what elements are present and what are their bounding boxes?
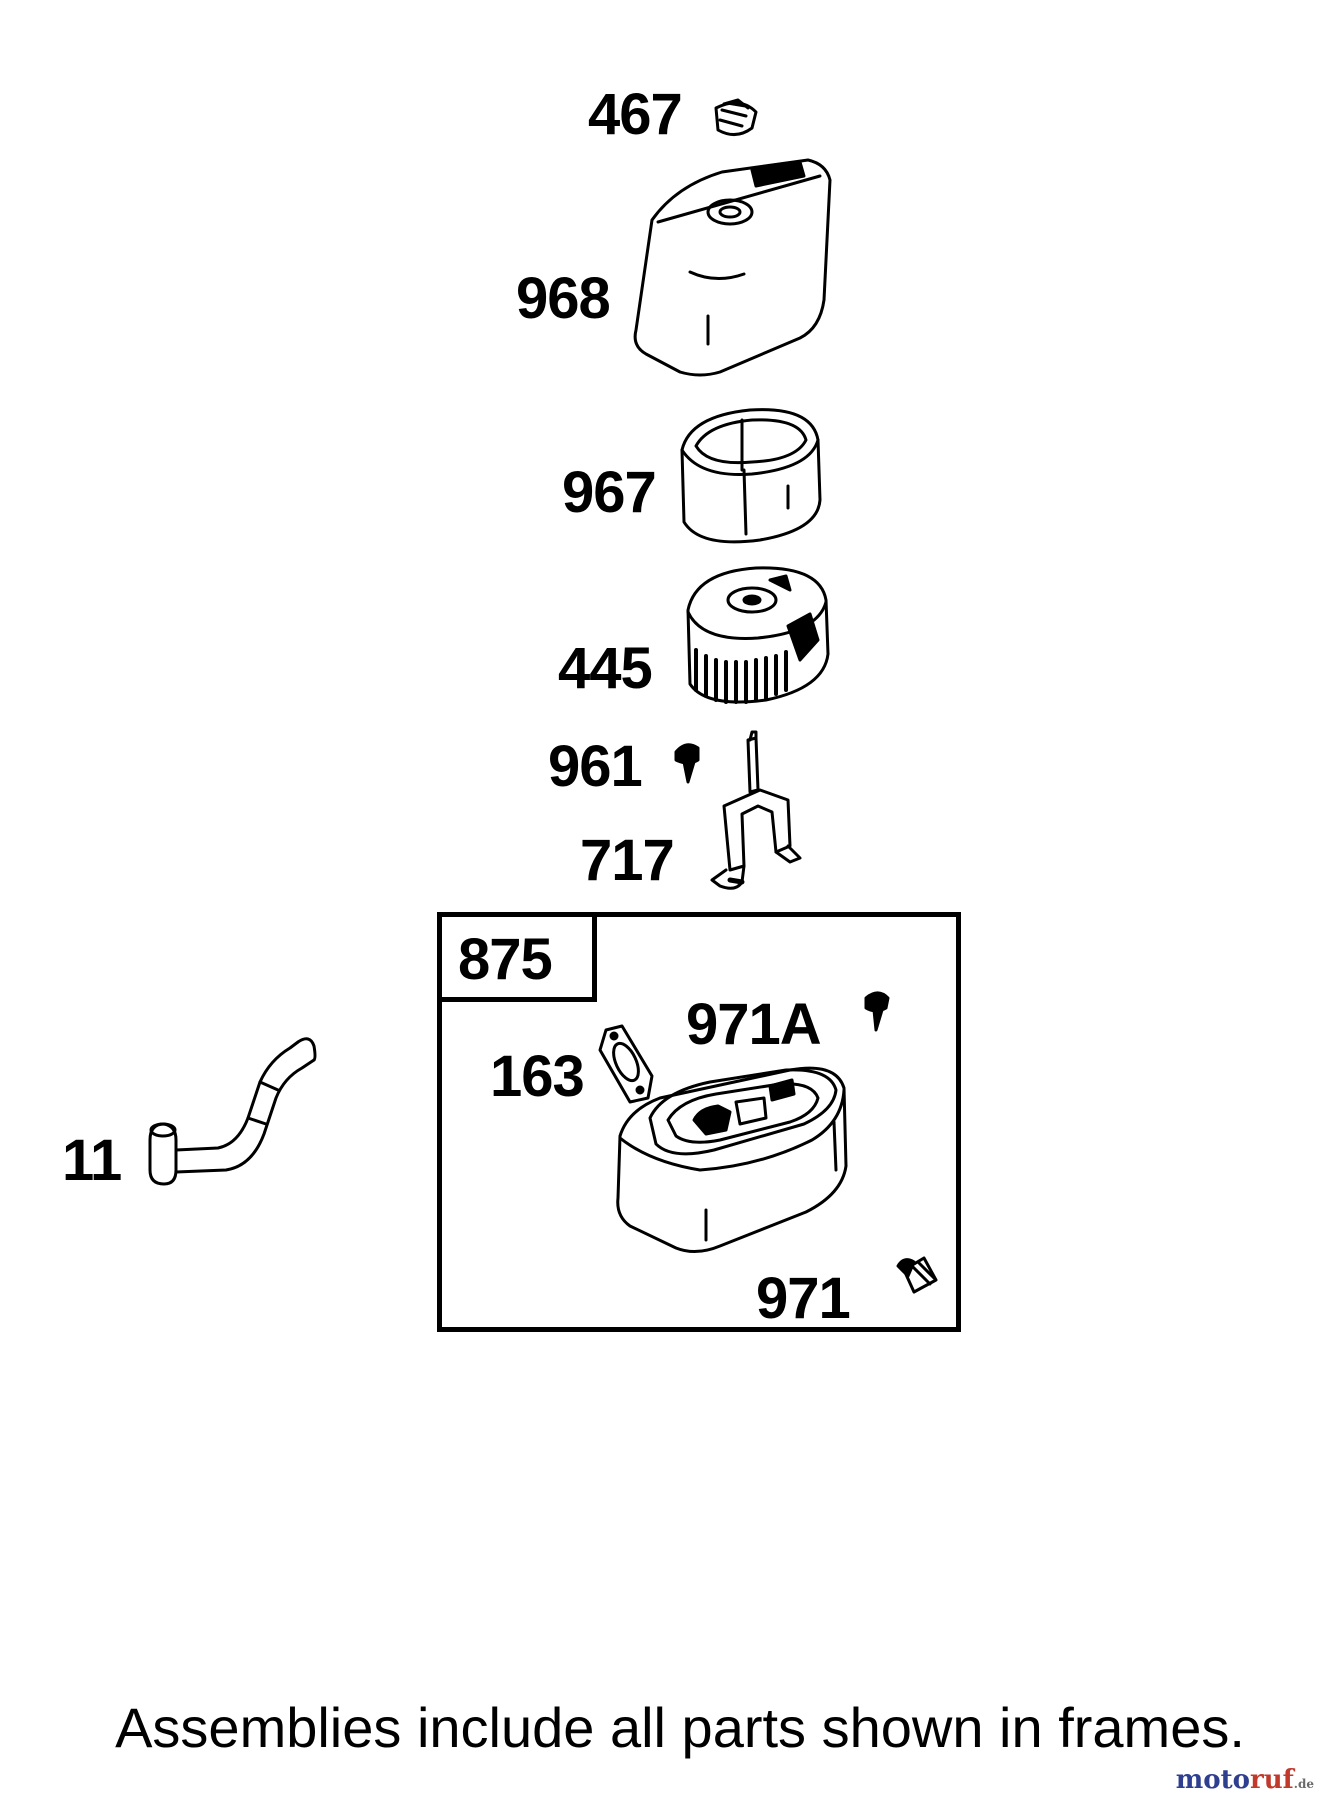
part-label-971: 971 (756, 1266, 851, 1331)
part-971a-screw-drawing (864, 991, 890, 1032)
part-label-875: 875 (458, 927, 553, 992)
watermark-part-3: .de (1293, 1777, 1314, 1791)
part-467-knob-drawing (714, 98, 758, 136)
part-875-base-drawing (616, 1066, 848, 1253)
part-11-tube-drawing (148, 1037, 317, 1186)
watermark-logo: motoruf.de (1176, 1765, 1314, 1795)
part-163-gasket-drawing (598, 1024, 654, 1104)
assembly-frame-875-id-box: 875 (437, 912, 597, 1002)
watermark-part-1: moto (1175, 1765, 1250, 1795)
part-label-961: 961 (548, 734, 643, 799)
assembly-frame-875 (437, 912, 961, 1332)
part-label-163: 163 (490, 1044, 585, 1109)
part-968-cover-drawing (633, 158, 832, 377)
part-label-967: 967 (562, 460, 657, 525)
watermark-part-2: ruf (1250, 1765, 1294, 1795)
part-label-968: 968 (516, 266, 611, 331)
part-label-11: 11 (62, 1128, 122, 1193)
part-961-screw-drawing (674, 743, 700, 784)
part-label-971a: 971A (686, 992, 822, 1057)
part-445-filter-drawing (686, 566, 830, 704)
footer-note: Assemblies include all parts shown in fr… (115, 1696, 1245, 1759)
part-label-445: 445 (558, 636, 653, 701)
part-717-bracket-drawing (710, 730, 802, 890)
part-label-467: 467 (588, 82, 683, 147)
part-label-717: 717 (580, 828, 675, 893)
part-971-screw-drawing (896, 1256, 938, 1294)
part-967-precleaner-drawing (680, 408, 822, 544)
